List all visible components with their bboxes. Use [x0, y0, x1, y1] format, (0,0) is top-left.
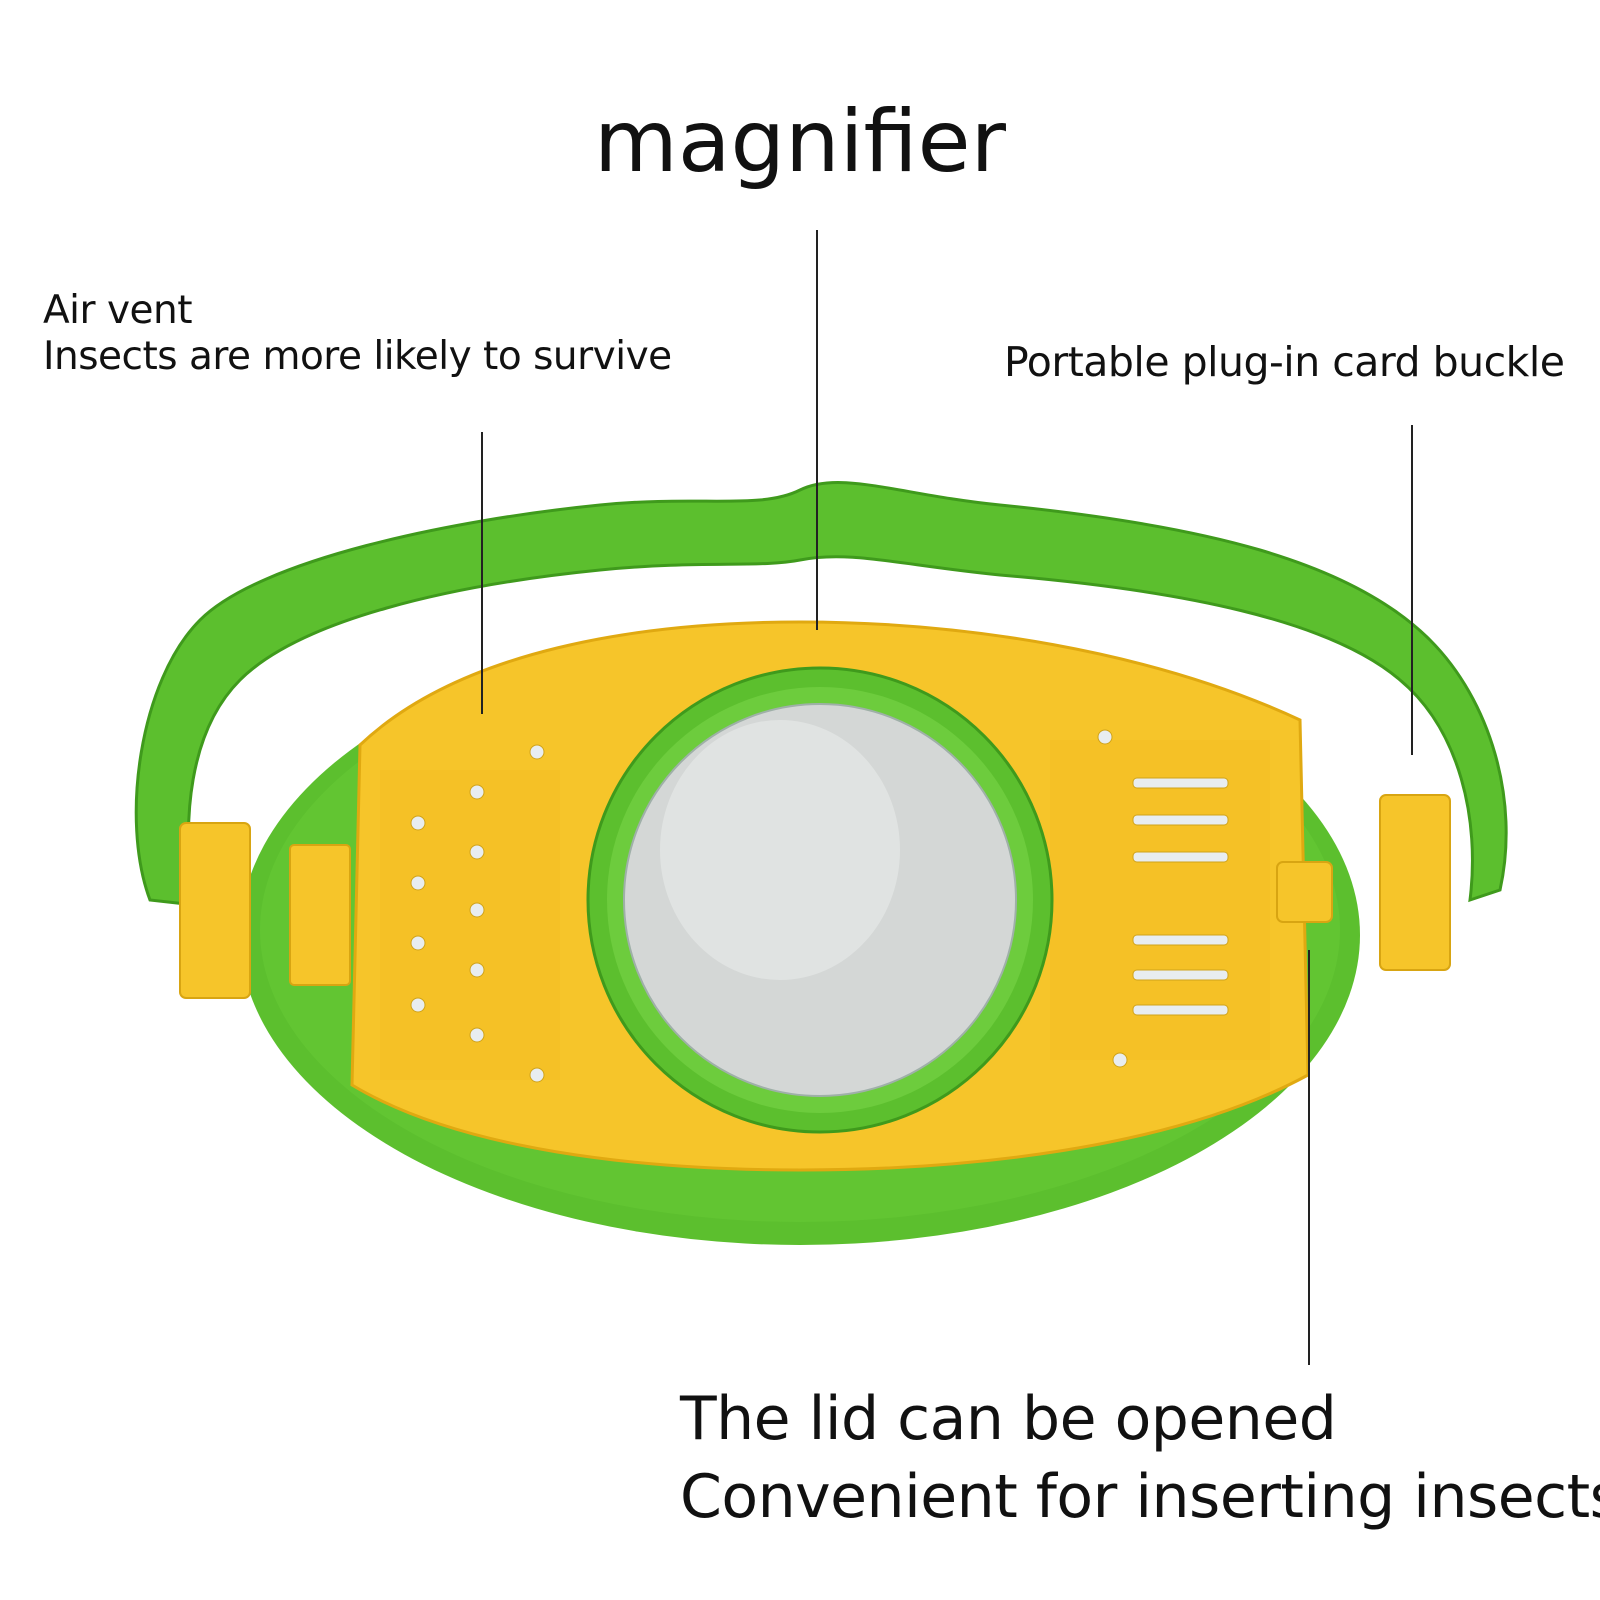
magnifier-label: magnifier	[594, 92, 1006, 192]
lid-label: The lid can be opened Convenient for ins…	[680, 1380, 1600, 1536]
air-vent-label-line1: Air vent	[43, 288, 193, 333]
air-vent-holes-icon	[410, 729, 1128, 1083]
right-buckle-icon	[1276, 794, 1451, 971]
magnifier-lens-icon	[586, 666, 1054, 1134]
magnifier-leader-line	[816, 230, 818, 630]
buckle-leader-line	[1411, 425, 1413, 755]
buckle-label: Portable plug-in card buckle	[1004, 338, 1565, 386]
air-vent-label-line2: Insects are more likely to survive	[43, 334, 672, 380]
lid-label-line1: The lid can be opened	[680, 1384, 1337, 1454]
handle-icon	[134, 480, 1508, 907]
lid-leader-line	[1308, 950, 1310, 1365]
lid-label-line2: Convenient for inserting insects	[680, 1462, 1600, 1532]
left-buckle-icon	[179, 822, 351, 999]
air-vent-leader-line	[481, 432, 483, 714]
vent-slots-icon	[1132, 777, 1229, 1016]
air-vent-label: Air vent Insects are more likely to surv…	[43, 288, 672, 380]
